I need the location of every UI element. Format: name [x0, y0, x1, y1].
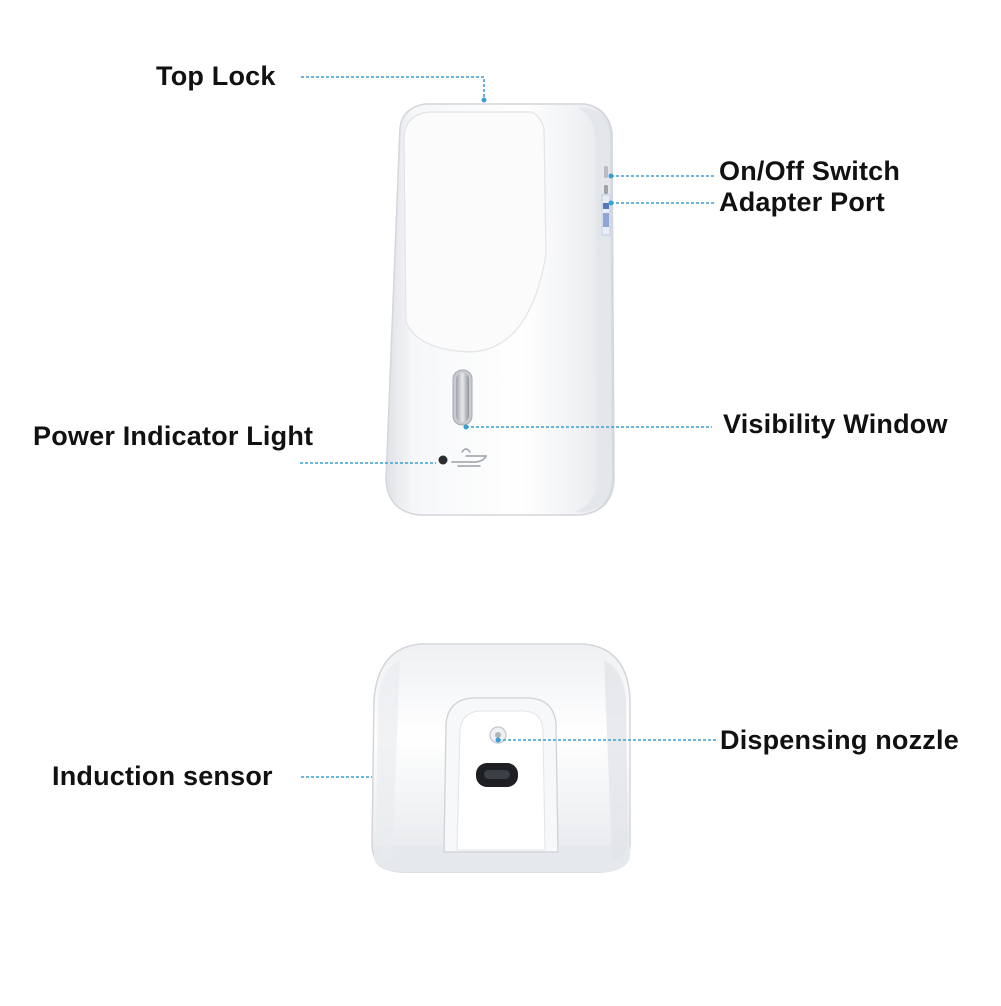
- bottom-rim: [374, 846, 630, 872]
- bottom-right-shading: [604, 660, 628, 860]
- switch-sticker: [601, 194, 611, 236]
- label-dispensing-nozzle: Dispensing nozzle: [720, 725, 959, 755]
- label-induction-sensor: Induction sensor: [52, 761, 273, 791]
- leader-lines: [300, 76, 716, 778]
- leader-dot-adapter: [608, 200, 614, 206]
- label-visibility-window: Visibility Window: [723, 409, 948, 439]
- dispenser-bottom-view: [371, 643, 631, 873]
- induction-sensor-glare: [484, 770, 510, 779]
- dispenser-front-view: [385, 103, 615, 516]
- label-power-indicator: Power Indicator Light: [33, 421, 314, 451]
- leader-dot-top-lock: [481, 97, 487, 103]
- bottom-left-shading: [376, 660, 400, 860]
- dispensing-nozzle-hole: [495, 732, 501, 738]
- adapter-port-slot: [604, 185, 608, 194]
- leader-line-top-lock: [301, 76, 485, 100]
- label-adapter-port: Adapter Port: [719, 187, 885, 217]
- dispenser-top-cover: [403, 111, 547, 353]
- label-on-off-switch: On/Off Switch: [719, 156, 901, 186]
- on-off-switch-slot: [604, 166, 608, 178]
- visibility-window-glass: [456, 373, 469, 422]
- power-indicator-dot: [438, 455, 448, 465]
- hand-wave-icon: [451, 448, 488, 467]
- label-top-lock: Top Lock: [156, 61, 276, 91]
- leader-dot-on-off: [608, 173, 614, 179]
- leader-dot-nozzle: [495, 737, 501, 743]
- leader-dot-visibility: [463, 424, 469, 430]
